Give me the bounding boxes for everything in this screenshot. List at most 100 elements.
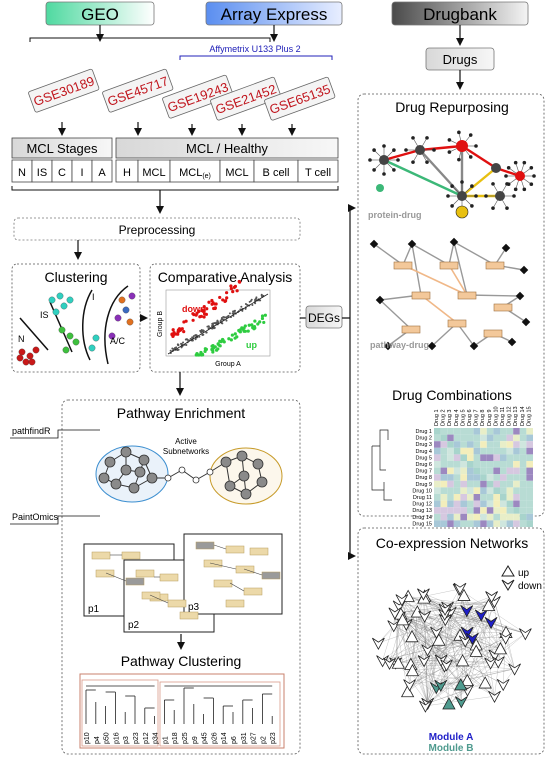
heatmap-cell [480,434,487,442]
scatter-point-up [262,320,266,325]
subnet-node [220,456,232,468]
scatter-point-down [238,280,242,284]
heatmap-col-label: Drug 11 [500,407,506,426]
protein-drug-leaf [404,148,408,152]
heatmap-cell [460,447,467,455]
heatmap-cell [480,500,487,508]
coexpression-edge [407,614,482,692]
heatmap-cell [434,461,441,468]
protein-drug-leaf [447,138,452,142]
heatmap-cell [486,447,494,455]
heatmap-cell [493,520,500,527]
heatmap-cell [486,500,494,508]
heatmap-cell [506,441,514,448]
heatmap-cell [447,428,454,435]
coexpression-down-node [421,644,434,657]
subnet-node [128,482,140,494]
heatmap-cell [440,447,448,455]
protein-drug-edge [383,158,463,198]
coexpression-edge [400,613,468,690]
coexpression-edge [425,648,501,707]
scatter-point-down [198,315,202,319]
scatter-point [254,298,257,301]
clustering-title: Clustering [44,269,107,285]
scatter-point-up [199,353,204,357]
cluster-label-is: IS [40,310,49,320]
heatmap-cell [513,487,520,494]
heatmap-cell [480,494,487,501]
scatter-point [223,316,226,319]
heatmap-cell [486,494,494,501]
protein-drug-leaf [392,148,396,152]
heatmap-cell [513,467,520,475]
heatmap-cell [473,441,481,448]
heatmap-cell [473,461,481,468]
scatter-point-down [205,307,209,311]
heatmap-cell [493,467,500,475]
scatter-point [211,322,214,325]
y-axis-label: Group B [157,311,164,337]
drug-node [519,265,529,275]
coexpression-edge [412,661,499,671]
coexpression-edge [503,637,506,685]
heatmap-cell [486,480,494,488]
scatter-point [198,335,201,338]
coexpression-edge [401,599,466,641]
protein-drug-leaf [522,160,527,165]
protein-drug-leaf [532,174,536,178]
coexpression-down-node [499,632,512,645]
protein-drug-leaf [425,136,429,140]
heatmap-cell [493,454,500,461]
heatmap-cell [493,494,500,501]
heatmap-cell [486,520,494,527]
dendrogram-leaf-label: p10 [84,732,91,744]
subnetworks-label: Subnetworks [163,447,209,456]
protein-drug-leaf [382,144,386,148]
heatmap-cell [493,441,500,448]
heatmap-cell [460,513,467,521]
heatmap-cell [513,434,520,442]
heatmap-cell [447,494,454,501]
coexpression-edge [444,614,450,704]
heatmap-cell [506,428,514,435]
heatmap-cell [480,513,487,521]
coexpression-edge [407,664,447,692]
drug-node [469,341,479,351]
heatmap-cell [519,487,527,494]
heatmap-cell [480,447,487,455]
heatmap-cell [526,474,533,481]
coexpression-down-node [496,678,510,692]
coexpression-edge [393,625,445,666]
protein-drug-leaf [372,168,376,172]
coexpression-down-node [430,626,443,639]
coexpression-edge [389,596,425,664]
heatmap-cell [500,461,507,468]
protein-drug-edge [419,149,463,197]
protein-drug-leaf [468,155,473,159]
scatter-point-down [210,302,214,306]
heatmap-cell [467,520,474,527]
protein-drug-leaf [505,206,509,210]
heatmap-cell [473,428,481,435]
scatter-point-up [247,323,251,327]
scatter-point-down [233,284,238,289]
heatmap-cell [434,487,441,494]
heatmap-cell [467,461,474,468]
scatter-point-down [194,313,198,317]
mcl-healthy-title: MCL / Healthy [186,141,268,156]
scatter-point [220,318,223,321]
coexpression-up-node [455,654,470,667]
heatmap-cell [453,434,461,442]
coexpression-up-node [405,663,420,677]
heatmap-col-label: Drug 8 [480,409,486,426]
heatmap-cell [473,494,481,501]
coexpression-down-node [508,663,521,676]
up-label: up [246,340,257,350]
coexpression-down-node [419,700,432,713]
heatmap-cell [460,441,467,448]
subnet-node [178,466,186,474]
drug-node [427,341,437,351]
scatter-point-up [218,339,222,343]
heatmap-cell [513,474,520,481]
